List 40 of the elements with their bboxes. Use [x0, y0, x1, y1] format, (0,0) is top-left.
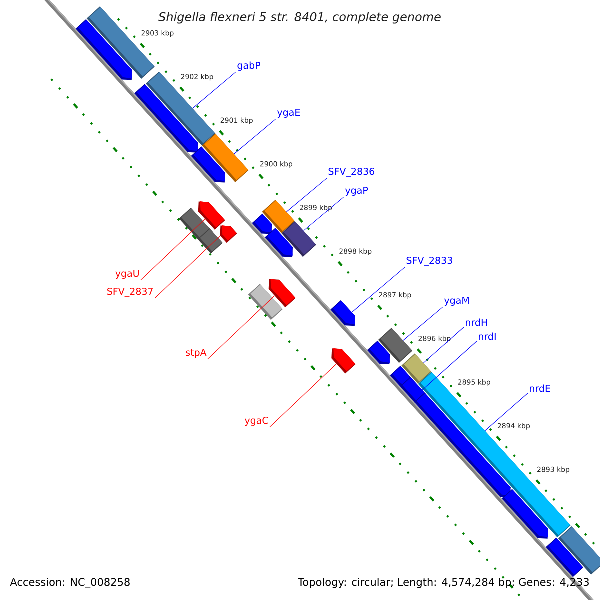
- leader-line: [422, 341, 478, 390]
- gene-feature: [282, 221, 316, 258]
- gene-feature: [220, 226, 238, 244]
- leader-line: [154, 236, 221, 299]
- gene-feature: [332, 348, 356, 374]
- gene-label: nrdE: [530, 384, 550, 392]
- leader-line: [403, 306, 444, 341]
- leader-line: [234, 118, 276, 154]
- leader-line: [208, 296, 275, 360]
- gene-feature: [202, 134, 249, 183]
- gene-feature: [198, 228, 223, 254]
- leader-line: [140, 219, 206, 280]
- footer-text: Accession: NC_008258: [10, 578, 130, 588]
- gene-label: nrdH: [466, 318, 488, 326]
- gene-feature: [378, 328, 413, 364]
- gene-label: nrdI: [479, 332, 496, 340]
- gene-feature: [418, 372, 571, 538]
- leader-line: [484, 393, 528, 432]
- gene-label: ygaE: [277, 109, 300, 118]
- leader-line: [304, 196, 344, 232]
- gene-feature: [558, 526, 600, 575]
- title: Shigella flexneri 5 str. 8401, complete genome: [158, 12, 441, 24]
- gene-label: ygaP: [345, 187, 368, 196]
- gene-label: stpA: [186, 349, 207, 358]
- leader-line: [270, 364, 337, 428]
- gene-label: SFV_2837: [108, 288, 153, 298]
- gene-label: SFV_2836: [328, 168, 375, 178]
- gene-label: ygaU: [116, 270, 139, 279]
- leader-line: [286, 178, 328, 212]
- gene-label: ygaC: [244, 416, 268, 426]
- gene-label: ygaM: [444, 297, 469, 306]
- gene-label: SFV_2833: [406, 256, 452, 266]
- gene-feature: [146, 72, 216, 146]
- leader-line: [352, 267, 406, 313]
- gene-label: gabP: [238, 62, 260, 71]
- footer-text: Topology: circular; Length: 4,574,284 bp; Genes: 4,233: [298, 578, 589, 588]
- leader-line: [423, 327, 464, 364]
- gene-feature: [330, 300, 356, 326]
- leader-line: [192, 72, 236, 109]
- gene-feature: [248, 284, 283, 320]
